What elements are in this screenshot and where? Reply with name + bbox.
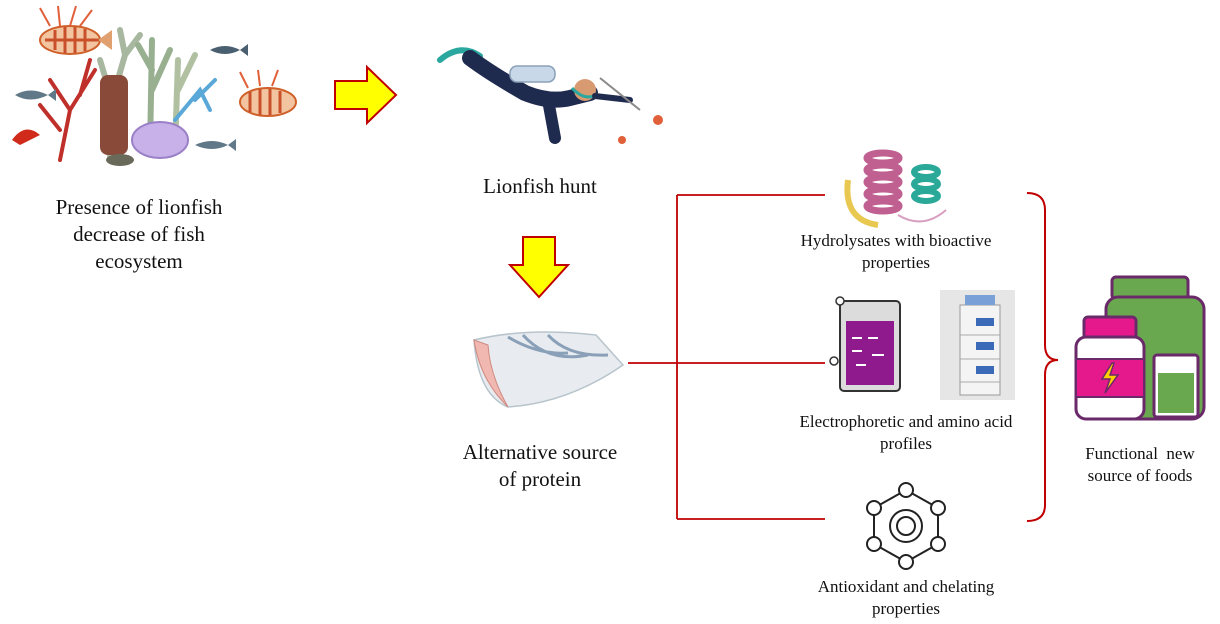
hunt-label-text: Lionfish hunt (483, 174, 597, 198)
ecosystem-label-line2: decrease of fish (73, 221, 205, 246)
ecosystem-label-line1: Presence of lionfish (55, 195, 223, 219)
flow-arrow-right (334, 64, 398, 126)
fish-icon (15, 44, 248, 151)
electrophoretic-label: Electrophoretic and amino acid profiles (766, 411, 1046, 455)
flow-arrow-down (507, 236, 571, 299)
supplement-jars-icon (1074, 275, 1206, 421)
result-label-line2: source of foods (1087, 465, 1193, 485)
lionfish-icon (239, 69, 297, 117)
lionfish-reef-illustration (12, 5, 297, 166)
lionfish-icon (39, 5, 112, 55)
ecosystem-label-line3: ecosystem (95, 248, 183, 273)
hydrolysates-label: Hydrolysates with bioactive properties (766, 230, 1026, 274)
ecosystem-label: Presence of lionfish decrease of fish ec… (20, 194, 258, 275)
antioxidant-label-line1: Antioxidant and chelating (817, 577, 995, 596)
grouping-bracket (1026, 192, 1059, 522)
molecule-icon (866, 482, 946, 570)
hunt-label: Lionfish hunt (440, 173, 640, 200)
electrophoretic-label-line1: Electrophoretic and amino acid (799, 412, 1013, 431)
hydrolysates-label-line1: Hydrolysates with bioactive (800, 231, 992, 250)
hplc-instrument-icon (940, 290, 1015, 400)
protein-label-line2: of protein (498, 466, 582, 491)
hydrolysates-label-line2: properties (862, 252, 930, 272)
diver-icon (437, 47, 663, 144)
electrophoresis-gel-icon (829, 296, 901, 392)
result-label: Functional new source of foods (1060, 443, 1220, 487)
protein-label: Alternative source of protein (430, 439, 650, 493)
antioxidant-label-line2: properties (872, 598, 940, 618)
protein-label-line1: Alternative source (462, 440, 618, 464)
coral-icon (38, 27, 217, 166)
antioxidant-label: Antioxidant and chelating properties (786, 576, 1026, 620)
result-label-line1: Functional new (1085, 444, 1195, 463)
electrophoretic-label-line2: profiles (880, 433, 932, 453)
shrimp-icon (12, 129, 40, 145)
fish-fillet-icon (473, 331, 625, 408)
protein-ribbon-icon (844, 149, 947, 228)
